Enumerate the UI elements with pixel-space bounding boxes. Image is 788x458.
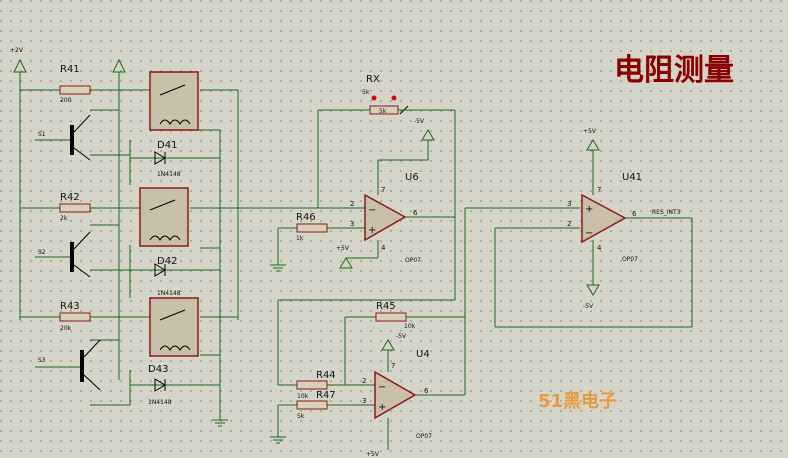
- r41-value: 200: [60, 97, 72, 104]
- net-res-int3: RES_INT3: [652, 209, 681, 216]
- u4-pin6: 6: [424, 387, 429, 395]
- rx-supply: -5V: [414, 118, 425, 125]
- ground-r47: [270, 436, 286, 444]
- u6-minus-sign: −: [368, 205, 376, 216]
- r46-label: R46: [296, 212, 316, 223]
- resistor-rx[interactable]: [369, 95, 409, 115]
- u6-pin6: 6: [413, 209, 418, 217]
- u4-part: OP07: [416, 433, 432, 440]
- u4-plus-supply: +5V: [366, 451, 380, 458]
- relay-k3[interactable]: [149, 297, 199, 357]
- s3-label: S3: [38, 357, 46, 364]
- ground-r46: [270, 264, 286, 272]
- rx-label: RX: [366, 74, 380, 85]
- u41-part: OP07: [622, 256, 638, 263]
- ground-left: [212, 419, 228, 427]
- r46-value: 1k: [296, 235, 304, 242]
- r41-label: R41: [60, 64, 80, 75]
- arrow-u6-bottom: [339, 257, 353, 269]
- r44-label: R44: [316, 370, 336, 381]
- u6-plus-supply: +5V: [336, 245, 350, 252]
- resistor-r41[interactable]: [59, 85, 91, 95]
- wires-u41: [494, 150, 693, 328]
- d43-label: D43: [148, 364, 168, 375]
- diode-d43[interactable]: [154, 378, 166, 392]
- r42-label: R42: [60, 192, 80, 203]
- u6-plus-sign: +: [368, 225, 376, 236]
- u6-pin7: 7: [381, 186, 385, 194]
- u6-pin4: 4: [381, 244, 386, 252]
- u6-label: U6: [405, 172, 419, 183]
- transistor-s2[interactable]: [35, 231, 91, 278]
- u4-pin2: 2: [362, 377, 366, 385]
- resistor-r46[interactable]: [296, 223, 328, 233]
- u41-pin7: 7: [597, 186, 601, 194]
- u4-pin3: 3: [362, 397, 366, 405]
- d42-label: D42: [157, 256, 177, 267]
- u41-minus-supply: -5V: [583, 303, 594, 310]
- opamp-u41[interactable]: [581, 193, 627, 244]
- transistor-s1[interactable]: [35, 114, 91, 161]
- d42-part: 1N4148: [157, 290, 181, 297]
- diode-d42[interactable]: [154, 263, 166, 277]
- arrow-u6-top: [421, 129, 435, 141]
- u4-plus-sign: +: [378, 402, 386, 413]
- r45-label: R45: [376, 301, 396, 312]
- watermark: 51黑电子: [538, 390, 617, 412]
- resistor-r45[interactable]: [375, 312, 407, 322]
- rx-value: 5k: [362, 89, 370, 96]
- u6-pin2: 2: [350, 200, 354, 208]
- s2-label: S2: [38, 249, 46, 256]
- r47-label: R47: [316, 390, 336, 401]
- wires-u6: [277, 109, 456, 385]
- supply-label: +2V: [10, 47, 24, 54]
- r47-value: 5k: [297, 413, 305, 420]
- arrow-u4-top: [381, 339, 395, 351]
- arrow-u41-top: [586, 139, 600, 151]
- resistor-r47[interactable]: [296, 400, 328, 410]
- relay-k1[interactable]: [149, 71, 199, 131]
- u41-minus-sign: −: [585, 228, 593, 239]
- u4-label: U4: [416, 349, 430, 360]
- u6-pin3: 3: [350, 220, 354, 228]
- r43-label: R43: [60, 301, 80, 312]
- wires-left: [19, 72, 290, 420]
- relay-k2[interactable]: [139, 187, 189, 247]
- u4-minus-supply: -5V: [396, 333, 407, 340]
- u41-pin3: 3: [567, 200, 571, 208]
- u41-pin2: 2: [567, 220, 571, 228]
- diagram-title: 电阻测量: [614, 53, 734, 88]
- opamp-u6[interactable]: [364, 193, 407, 242]
- r42-value: 2k: [60, 215, 68, 222]
- u41-pin4: 4: [597, 244, 602, 252]
- d41-label: D41: [157, 140, 177, 151]
- u6-part: OP07: [405, 257, 421, 264]
- u41-pin6: 6: [632, 210, 637, 218]
- arrow-u41-bottom: [586, 284, 600, 296]
- r43-value: 20k: [60, 325, 72, 332]
- d41-part: 1N4148: [157, 171, 181, 178]
- r45-value: 10k: [404, 323, 416, 330]
- u4-pin7: 7: [391, 362, 395, 370]
- s1-label: S1: [38, 131, 46, 138]
- u41-plus-sign: +: [585, 204, 593, 215]
- d43-part: 1N4148: [148, 399, 172, 406]
- diode-d41[interactable]: [154, 151, 166, 165]
- resistor-r43[interactable]: [59, 312, 91, 322]
- transistor-s3[interactable]: [35, 339, 101, 391]
- resistor-r44[interactable]: [296, 380, 328, 390]
- r44-value: 10k: [297, 393, 309, 400]
- rx-body: 5k: [379, 108, 387, 115]
- wires-u4: [277, 207, 580, 450]
- u41-label: U41: [622, 172, 642, 183]
- opamp-u4[interactable]: [374, 370, 417, 420]
- u4-minus-sign: −: [378, 382, 386, 393]
- resistor-r42[interactable]: [59, 203, 91, 213]
- u41-plus-supply: +5V: [583, 128, 597, 135]
